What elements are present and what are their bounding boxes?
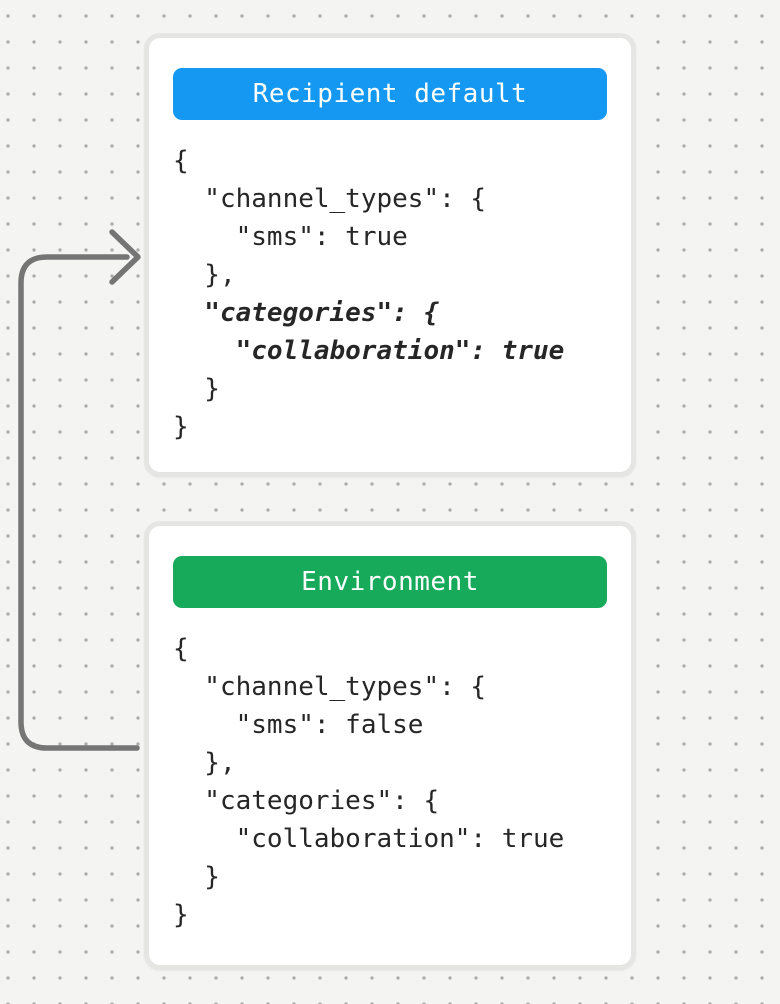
environment-header: Environment [173, 556, 607, 608]
code-line: "channel_types": { [173, 184, 487, 214]
recipient-default-header-label: Recipient default [252, 79, 528, 109]
environment-card: Environment { "channel_types": { "sms": … [144, 521, 636, 970]
code-line: } [173, 412, 189, 442]
code-line: "categories": { [173, 786, 440, 816]
environment-code-block: { "channel_types": { "sms": false }, "ca… [173, 630, 607, 934]
code-line: } [173, 374, 220, 404]
recipient-default-header: Recipient default [173, 68, 607, 120]
code-line: "sms": false [173, 710, 424, 740]
code-line: }, [173, 748, 236, 778]
code-line: { [173, 146, 189, 176]
code-line: "categories": { [173, 298, 440, 328]
code-line: "collaboration": true [173, 824, 565, 854]
code-line: { [173, 634, 189, 664]
code-line: "channel_types": { [173, 672, 487, 702]
arrow-head-icon [109, 229, 141, 285]
recipient-default-code-block: { "channel_types": { "sms": true }, "cat… [173, 142, 607, 446]
code-line: } [173, 862, 220, 892]
recipient-default-card: Recipient default { "channel_types": { "… [144, 33, 636, 477]
environment-header-label: Environment [301, 567, 479, 597]
code-line: }, [173, 260, 236, 290]
arrow-line [18, 254, 140, 751]
code-line: "sms": true [173, 222, 408, 252]
code-line: "collaboration": true [173, 336, 565, 366]
code-line: } [173, 900, 189, 930]
